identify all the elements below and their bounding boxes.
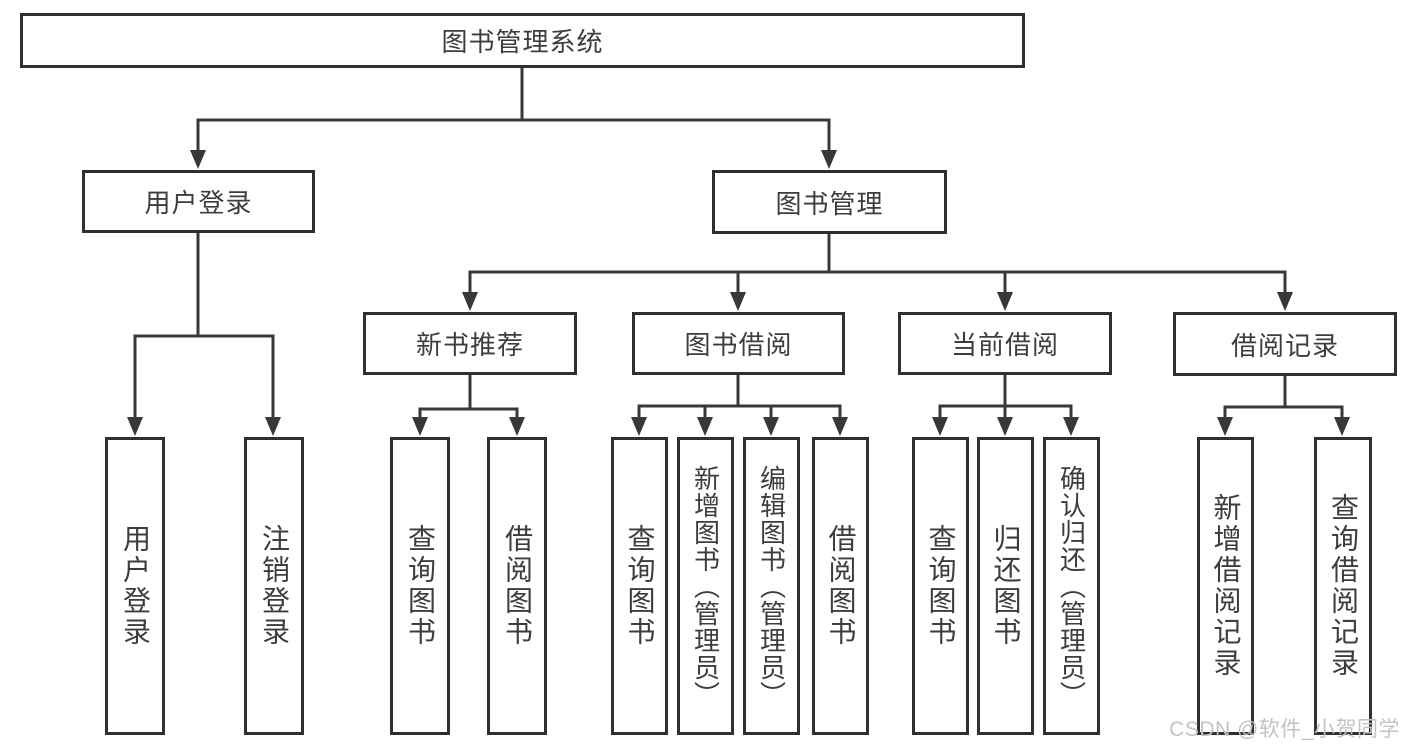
node-user-login: 用户登录	[82, 170, 315, 233]
node-label: 编辑图书（管理员）	[756, 464, 787, 708]
node-label: 借阅图书	[825, 524, 857, 648]
node-label: 注销登录	[259, 524, 290, 648]
arrowheads	[127, 150, 1350, 436]
node-book-borrowing: 图书借阅	[632, 312, 845, 375]
node-current-borrowing: 当前借阅	[898, 312, 1112, 375]
leaf-logout: 注销登录	[244, 437, 304, 735]
node-label: 用户登录	[120, 524, 151, 648]
node-label: 确认归还（管理员）	[1056, 464, 1087, 708]
leaf-edit-book-admin: 编辑图书（管理员）	[743, 437, 800, 735]
node-label: 查询图书	[405, 524, 436, 648]
node-library-management-system: 图书管理系统	[20, 13, 1025, 68]
leaf-add-borrow-record: 新增借阅记录	[1197, 437, 1254, 735]
node-label: 新书推荐	[415, 330, 524, 360]
leaf-add-book-admin: 新增图书（管理员）	[677, 437, 734, 735]
leaf-query-books-current: 查询图书	[912, 437, 969, 735]
connector-lines	[133, 68, 1344, 419]
leaf-borrow-books: 借阅图书	[812, 437, 869, 735]
csdn-watermark: CSDN @软件_小贺同学	[1169, 718, 1400, 741]
node-label: 新增图书（管理员）	[690, 464, 721, 708]
node-label: 借阅图书	[502, 524, 533, 648]
node-label: 图书管理	[775, 188, 884, 219]
leaf-query-books-borrowing: 查询图书	[611, 437, 668, 735]
leaf-user-login: 用户登录	[105, 437, 165, 735]
node-label: 借阅记录	[1230, 330, 1339, 361]
node-label: 查询借阅记录	[1328, 493, 1359, 679]
node-label: 图书管理系统	[441, 27, 604, 57]
leaf-query-books-recommend: 查询图书	[390, 437, 450, 735]
node-label: 用户登录	[144, 188, 253, 218]
node-book-management: 图书管理	[712, 170, 947, 234]
node-borrowing-records: 借阅记录	[1173, 312, 1397, 376]
node-label: 当前借阅	[950, 330, 1059, 360]
node-label: 归还图书	[990, 524, 1022, 648]
leaf-return-book: 归还图书	[977, 437, 1034, 735]
leaf-confirm-return-admin: 确认归还（管理员）	[1043, 437, 1100, 735]
node-label: 图书借阅	[684, 330, 793, 360]
leaf-query-borrow-record: 查询借阅记录	[1314, 437, 1372, 735]
node-new-book-recommend: 新书推荐	[363, 312, 577, 375]
node-label: 查询图书	[624, 524, 656, 648]
node-label: 查询图书	[925, 524, 957, 648]
leaf-borrow-books-recommend: 借阅图书	[487, 437, 547, 735]
node-label: 新增借阅记录	[1210, 493, 1242, 679]
